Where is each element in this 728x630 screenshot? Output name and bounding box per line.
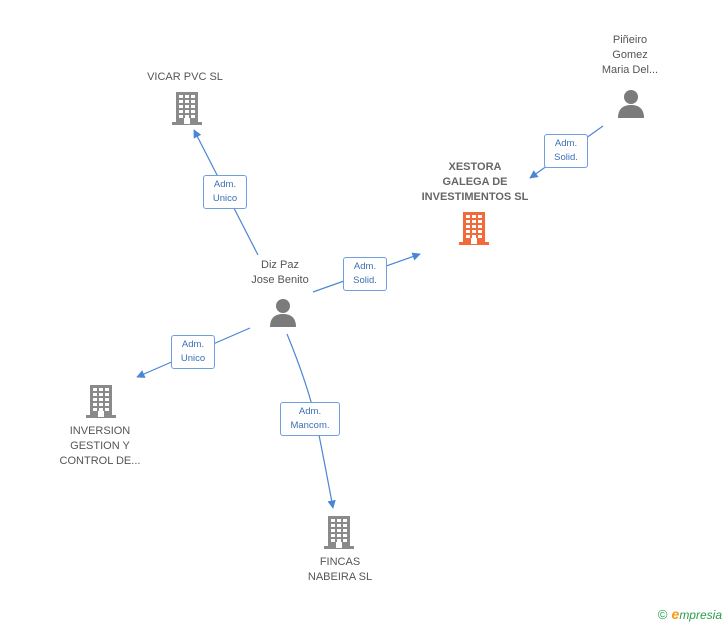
node-label-vicar[interactable]: VICAR PVC SL	[147, 71, 223, 83]
edge-label-pineiro-xestora: Adm. Solid.	[544, 134, 588, 168]
node-label-xestora[interactable]: XESTORA GALEGA DE INVESTIMENTOS SL	[421, 161, 529, 203]
building-icon[interactable]	[172, 90, 202, 126]
person-icon[interactable]	[268, 297, 298, 327]
building-icon[interactable]	[86, 383, 116, 419]
node-label-diz[interactable]: Diz Paz Jose Benito	[251, 259, 309, 286]
edge-label-diz-vicar: Adm. Unico	[203, 175, 247, 209]
edge-label-diz-inversion: Adm. Unico	[171, 335, 215, 369]
building-icon[interactable]	[459, 210, 489, 246]
edge-label-diz-xestora: Adm. Solid.	[343, 257, 387, 291]
building-icon[interactable]	[324, 514, 354, 550]
edge-label-diz-fincas: Adm. Mancom.	[280, 402, 340, 436]
person-icon[interactable]	[616, 88, 646, 118]
copyright-icon: ©	[657, 606, 668, 622]
node-label-fincas[interactable]: FINCAS NABEIRA SL	[307, 556, 373, 583]
node-label-inversion[interactable]: INVERSION GESTION Y CONTROL DE...	[59, 425, 141, 467]
brand-logo: empresia	[671, 606, 722, 622]
brand-footer: © empresia	[658, 606, 722, 622]
node-label-pineiro[interactable]: Piñeiro Gomez Maria Del...	[601, 34, 659, 76]
